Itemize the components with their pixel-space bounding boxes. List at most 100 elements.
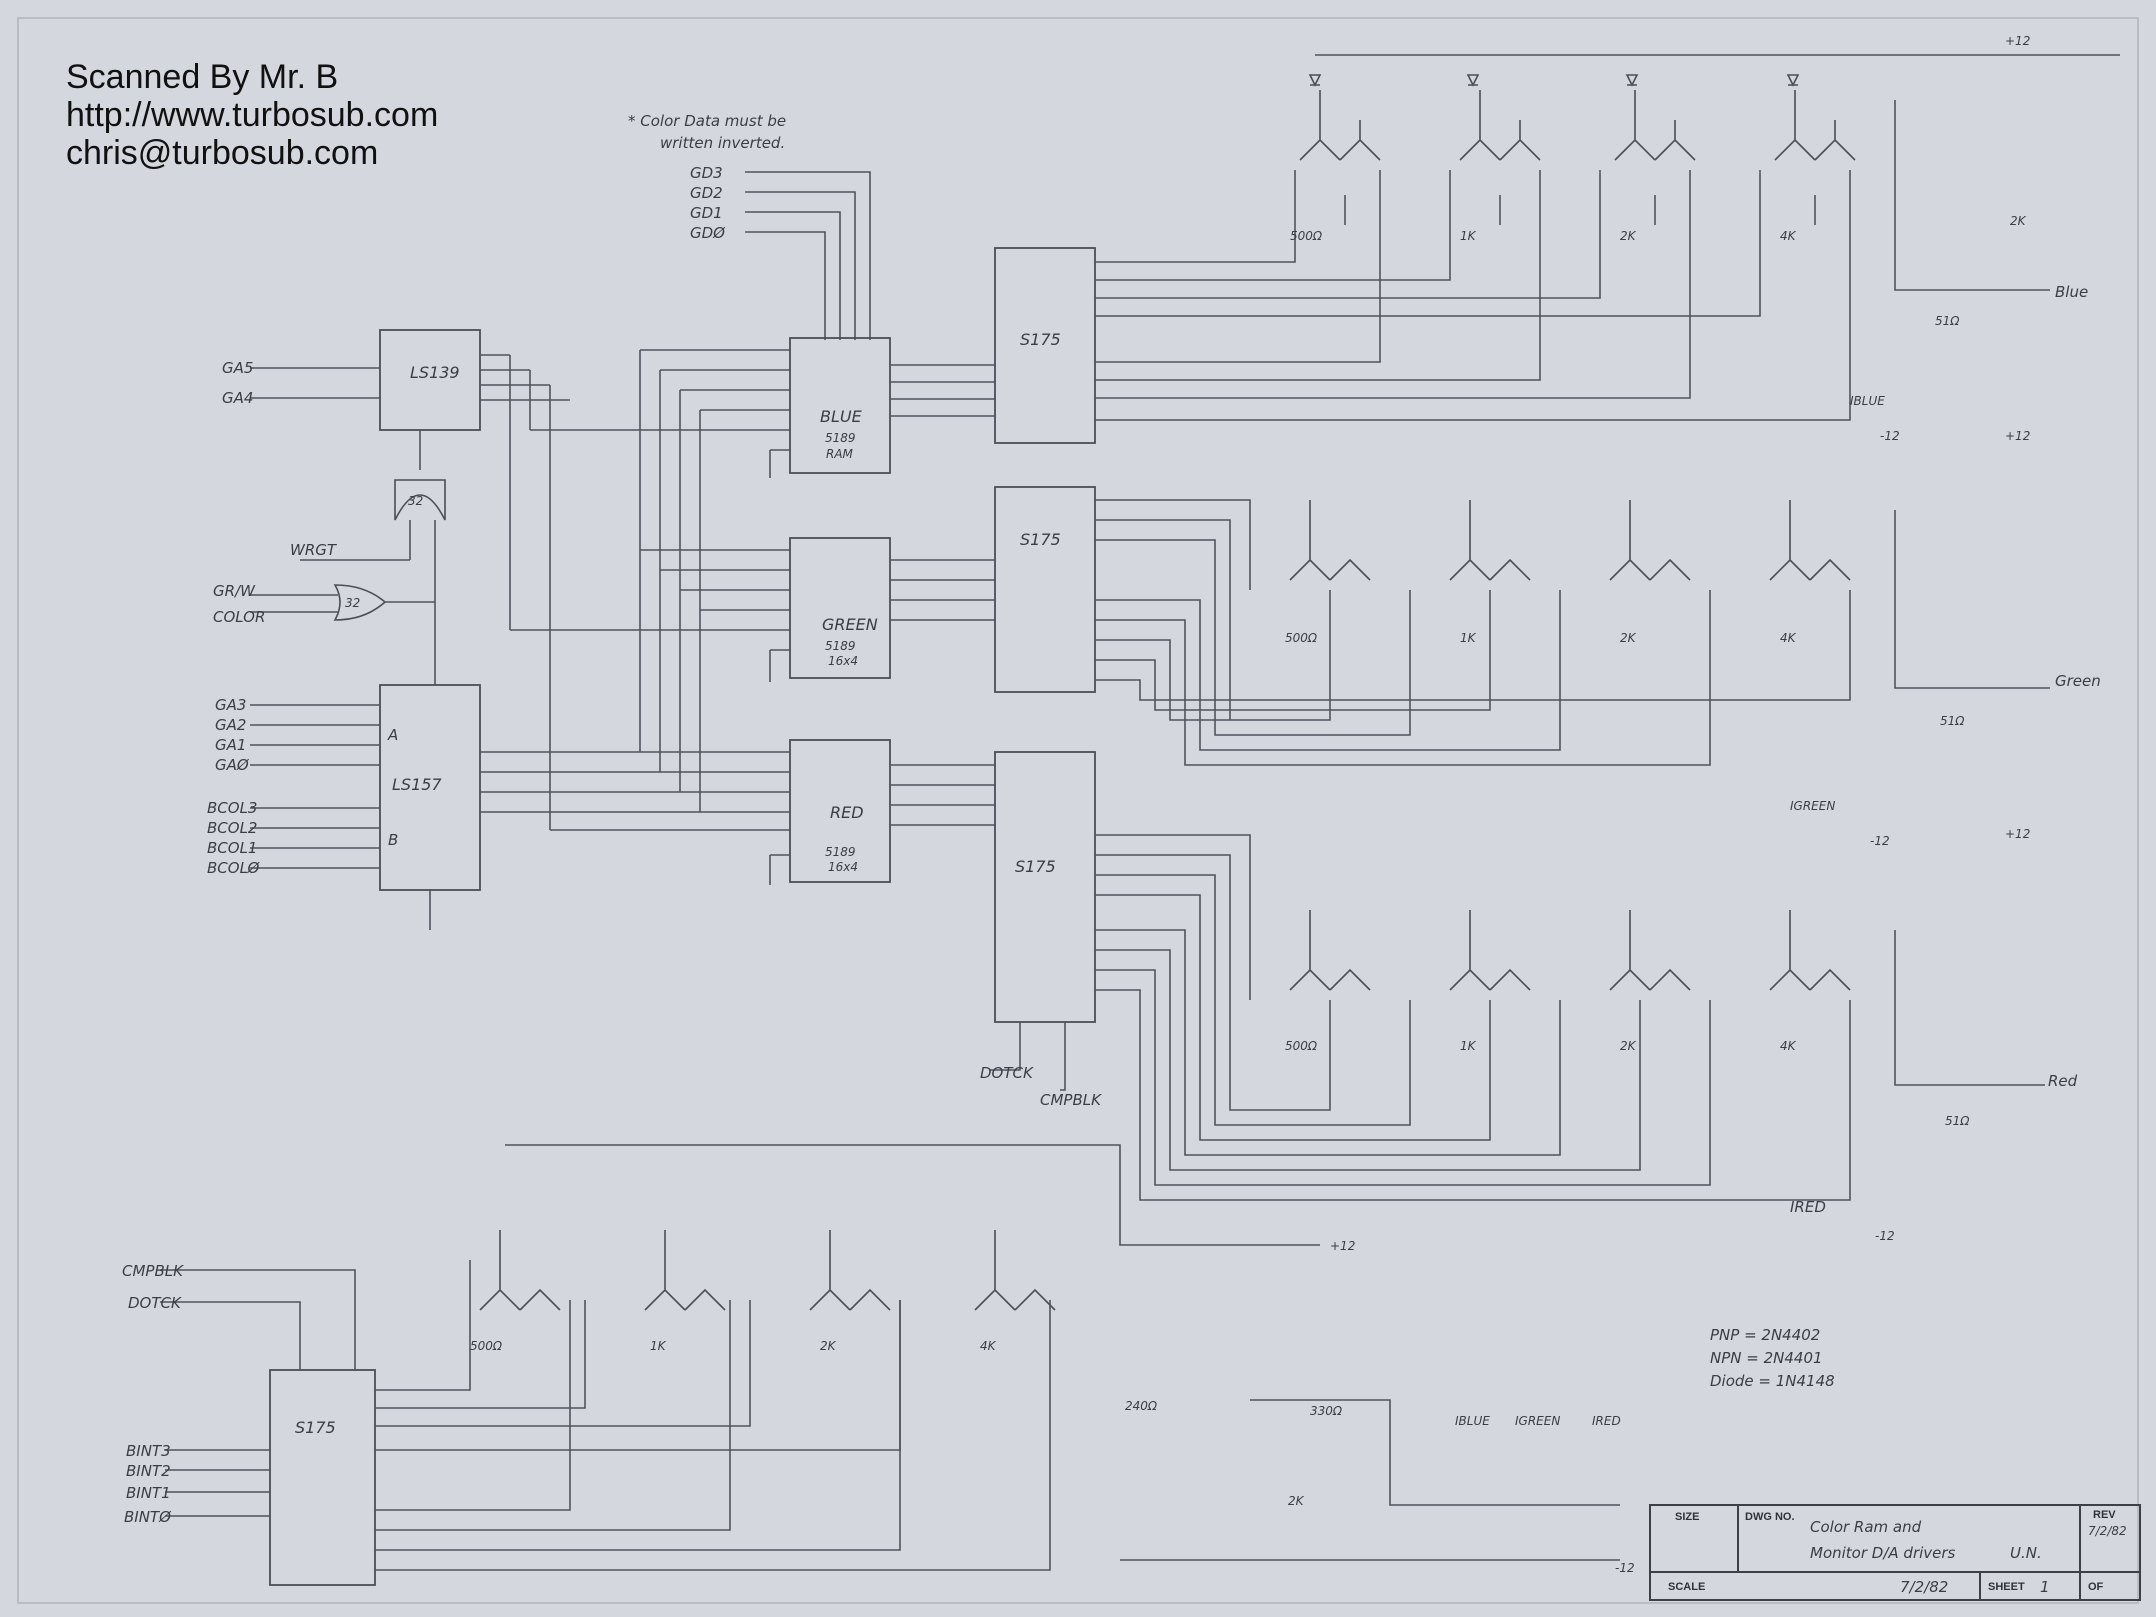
- tb-rev-label: REV: [2093, 1509, 2116, 1521]
- output-green: Green: [2055, 672, 2101, 690]
- red-m12: -12: [1875, 1229, 1895, 1243]
- latch-intensity: S175 CMPBLK DOTCK BINT3 BINT2 BINT1 BINT…: [122, 1260, 1051, 1586]
- ram-red-part: 5189: [825, 845, 856, 859]
- dac-row-red: 500Ω 1K 2K 4K Red 51Ω IRED -12 +12: [1285, 827, 2078, 1243]
- ram-blue-kind: RAM: [826, 447, 854, 461]
- note-line2: written inverted.: [660, 134, 785, 152]
- ram-red-body: [789, 739, 891, 883]
- ram-green-body: [789, 537, 891, 679]
- label-ired: IRED: [1790, 1198, 1826, 1216]
- gate1-label: 32: [408, 494, 423, 508]
- data-bus: GD3 GD2 GD1 GDØ: [690, 164, 871, 340]
- tb-scale-label: SCALE: [1668, 1581, 1705, 1593]
- decoder-ls139-body: [379, 329, 481, 431]
- title-block-frame: [1649, 1504, 2141, 1601]
- signal-ga4: GA4: [222, 389, 253, 407]
- red-r1k: 1K: [1460, 1039, 1477, 1053]
- latch-red: S175 DOTCK CMPBLK: [980, 751, 1102, 1109]
- tb-initials: U.N.: [2010, 1544, 2042, 1562]
- credit-url[interactable]: http://www.turbosub.com: [66, 96, 439, 134]
- tb-size-label: SIZE: [1675, 1511, 1699, 1523]
- latch-output-buses: [1095, 170, 1851, 1201]
- signal-color: COLOR: [213, 608, 265, 626]
- signal-bint3: BINT3: [126, 1442, 171, 1460]
- latch-green: S175: [994, 486, 1096, 693]
- or-gate-2: 32 GR/W COLOR: [213, 520, 436, 685]
- ram-green: GREEN 5189 16x4: [769, 537, 891, 682]
- address-bus: [509, 349, 790, 831]
- tb-sheet-label: SHEET: [1988, 1581, 2025, 1593]
- int-p12: +12: [1330, 1239, 1355, 1253]
- latch-red-body: [994, 751, 1096, 1023]
- green-p12: +12: [2005, 429, 2030, 443]
- ram-blue: BLUE 5189 RAM: [769, 337, 891, 478]
- latch-intensity-body: [269, 1369, 376, 1586]
- signal-gd1: GD1: [690, 204, 723, 222]
- label-igreen: IGREEN: [1790, 799, 1835, 813]
- blue-r2k-b: 2K: [2010, 214, 2027, 228]
- tb-date: 7/2/82: [1900, 1578, 1948, 1596]
- green-r1k: 1K: [1460, 631, 1477, 645]
- svg-text:A: A: [387, 726, 398, 744]
- int-r330: 330Ω: [1310, 1404, 1343, 1418]
- ram-red-kind: 16x4: [828, 860, 858, 874]
- blue-m12: -12: [1880, 429, 1900, 443]
- latch-blue: S175: [994, 247, 1096, 444]
- int-r240: 240Ω: [1125, 1399, 1158, 1413]
- tb-sheet: 1: [2040, 1578, 2050, 1596]
- signal-ga1: GA1: [215, 736, 246, 754]
- signal-cmpblk: CMPBLK: [1040, 1091, 1102, 1109]
- int-r500: 500Ω: [470, 1339, 503, 1353]
- signal-dotck: DOTCK: [980, 1064, 1034, 1082]
- signal-bcol3: BCOL3: [207, 799, 257, 817]
- blue-p12: +12: [2005, 34, 2030, 48]
- int-r1k: 1K: [650, 1339, 667, 1353]
- signal-gd2: GD2: [690, 184, 723, 202]
- svg-text:B: B: [388, 831, 398, 849]
- signal-gd0: GDØ: [690, 224, 726, 242]
- ram-red-color: RED: [830, 803, 864, 822]
- latch-red-label: S175: [1015, 857, 1056, 876]
- tb-title-1: Color Ram and: [1810, 1518, 1922, 1536]
- dac-row-blue: 500Ω 1K 2K 4K Blue 51Ω IBLUE -12 +12 2K: [1290, 34, 2120, 443]
- credit-email[interactable]: chris@turbosub.com: [66, 134, 379, 172]
- ram-blue-color: BLUE: [820, 407, 863, 426]
- or-gate-1: 32 WRGT: [290, 479, 446, 561]
- red-r51: 51Ω: [1945, 1114, 1970, 1128]
- drv-ired: IRED: [1592, 1414, 1621, 1428]
- green-r4k: 4K: [1780, 631, 1797, 645]
- latch-green-body: [994, 486, 1096, 693]
- int-r2k: 2K: [1288, 1494, 1305, 1508]
- ram-green-kind: 16x4: [828, 654, 858, 668]
- latch-intensity-label: S175: [295, 1418, 336, 1437]
- signal-ga2: GA2: [215, 716, 246, 734]
- green-m12: -12: [1870, 834, 1890, 848]
- ram-red: RED 5189 16x4: [769, 739, 891, 885]
- int-m12: -12: [1615, 1561, 1635, 1575]
- output-red: Red: [2048, 1072, 2078, 1090]
- signal-bint2: BINT2: [126, 1462, 171, 1480]
- signal-dotck2: DOTCK: [128, 1294, 182, 1312]
- drv-igreen: IGREEN: [1515, 1414, 1560, 1428]
- latch-green-label: S175: [1020, 530, 1061, 549]
- red-r2k: 2K: [1620, 1039, 1637, 1053]
- drv-iblue: IBLUE: [1455, 1414, 1490, 1428]
- signal-wrgt: WRGT: [290, 541, 338, 559]
- title-block: SIZE DWG NO. REV SCALE SHEET OF Color Ra…: [1649, 1504, 2141, 1601]
- gate2-label: 32: [345, 596, 360, 610]
- blue-r2k: 2K: [1620, 229, 1637, 243]
- dac-row-green: 500Ω 1K 2K 4K Green 51Ω IGREEN -12 +12: [1285, 429, 2101, 848]
- decoder-ls139-label: LS139: [410, 363, 460, 382]
- scan-credit: Scanned By Mr. B http://www.turbosub.com…: [66, 58, 438, 172]
- note-line1: * Color Data must be: [628, 112, 786, 130]
- green-r2k: 2K: [1620, 631, 1637, 645]
- latch-blue-label: S175: [1020, 330, 1061, 349]
- red-r4k: 4K: [1780, 1039, 1797, 1053]
- output-blue: Blue: [2055, 283, 2088, 301]
- tb-rev-date: 7/2/82: [2088, 1524, 2127, 1538]
- signal-bint1: BINT1: [126, 1484, 171, 1502]
- red-r500: 500Ω: [1285, 1039, 1318, 1053]
- signal-bcol0: BCOLØ: [207, 859, 260, 877]
